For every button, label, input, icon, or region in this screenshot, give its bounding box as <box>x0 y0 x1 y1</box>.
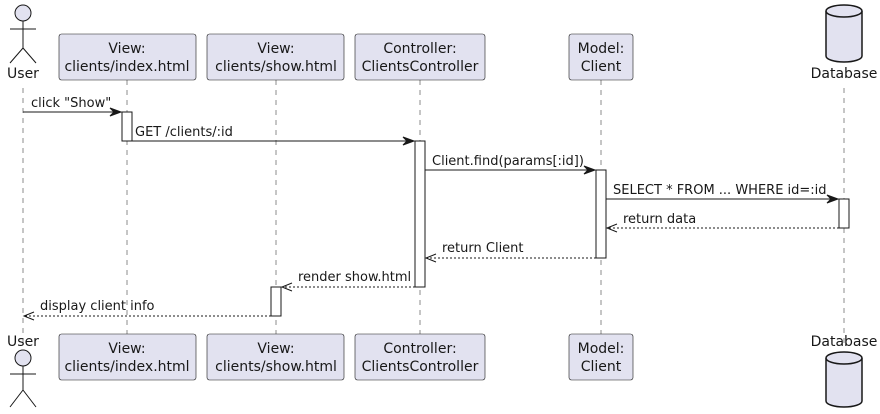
message-display-client-info: display client info <box>22 299 271 321</box>
participant-database-footer: Database <box>811 334 878 408</box>
participant-type-label: Controller: <box>383 41 456 57</box>
participant-type-label: Model: <box>578 41 625 57</box>
participant-name-label: ClientsController <box>362 359 479 375</box>
participant-model-footer: Model: Client <box>568 333 634 381</box>
participant-user: User <box>7 4 39 82</box>
message-label: render show.html <box>298 270 411 285</box>
participant-label: User <box>7 334 39 350</box>
message-label: SELECT * FROM ... WHERE id=:id <box>613 183 827 198</box>
activation-bars <box>121 111 850 317</box>
messages: click "Show" GET /clients/:id Client.fin… <box>22 96 840 321</box>
participant-type-label: View: <box>257 41 294 57</box>
participants-bottom: User View: clients/index.html View: clie… <box>7 333 878 408</box>
message-return-client: return Client <box>424 241 596 263</box>
activation-model <box>595 169 607 259</box>
participant-name-label: ClientsController <box>362 59 479 75</box>
participant-type-label: View: <box>108 41 145 57</box>
database-icon <box>825 351 863 408</box>
participant-label: Database <box>811 334 878 350</box>
participant-show-view: View: clients/show.html <box>206 33 345 81</box>
participant-name-label: Client <box>581 59 622 75</box>
message-get-client: GET /clients/:id <box>127 125 416 146</box>
participant-name-label: clients/show.html <box>215 359 337 375</box>
activation-index-view <box>121 111 133 142</box>
participant-type-label: Model: <box>578 341 625 357</box>
message-client-find: Client.find(params[:id]) <box>425 154 597 175</box>
message-return-data: return data <box>605 212 839 233</box>
message-label: Client.find(params[:id]) <box>432 154 584 169</box>
participant-controller-footer: Controller: ClientsController <box>354 333 486 381</box>
participant-type-label: Controller: <box>383 341 456 357</box>
participant-show-view-footer: View: clients/show.html <box>206 333 345 381</box>
participant-name-label: clients/show.html <box>215 59 337 75</box>
actor-icon <box>9 349 37 408</box>
message-render-show: render show.html <box>280 270 415 292</box>
participant-label: Database <box>811 66 878 82</box>
message-sql-select: SELECT * FROM ... WHERE id=:id <box>606 183 840 204</box>
participant-type-label: View: <box>108 341 145 357</box>
participant-index-view-footer: View: clients/index.html <box>58 333 197 381</box>
activation-database <box>838 198 850 229</box>
participant-controller: Controller: ClientsController <box>354 33 486 81</box>
actor-icon <box>9 4 37 64</box>
participant-database: Database <box>811 4 878 82</box>
message-label: click "Show" <box>31 96 111 111</box>
message-label: display client info <box>40 299 155 314</box>
participant-type-label: View: <box>257 341 294 357</box>
activation-show-view <box>270 286 282 317</box>
participant-label: User <box>7 66 39 82</box>
participant-name-label: clients/index.html <box>64 359 189 375</box>
participant-name-label: Client <box>581 359 622 375</box>
participant-index-view: View: clients/index.html <box>58 33 197 81</box>
message-label: return Client <box>442 241 524 256</box>
activation-controller <box>414 140 426 288</box>
participant-user-footer: User <box>7 334 39 408</box>
participants-top: User View: clients/index.html View: clie… <box>7 4 878 82</box>
participant-model: Model: Client <box>568 33 634 81</box>
participant-name-label: clients/index.html <box>64 59 189 75</box>
message-label: return data <box>623 212 696 227</box>
message-click-show: click "Show" <box>23 96 123 117</box>
message-label: GET /clients/:id <box>135 125 233 140</box>
database-icon <box>825 4 863 63</box>
